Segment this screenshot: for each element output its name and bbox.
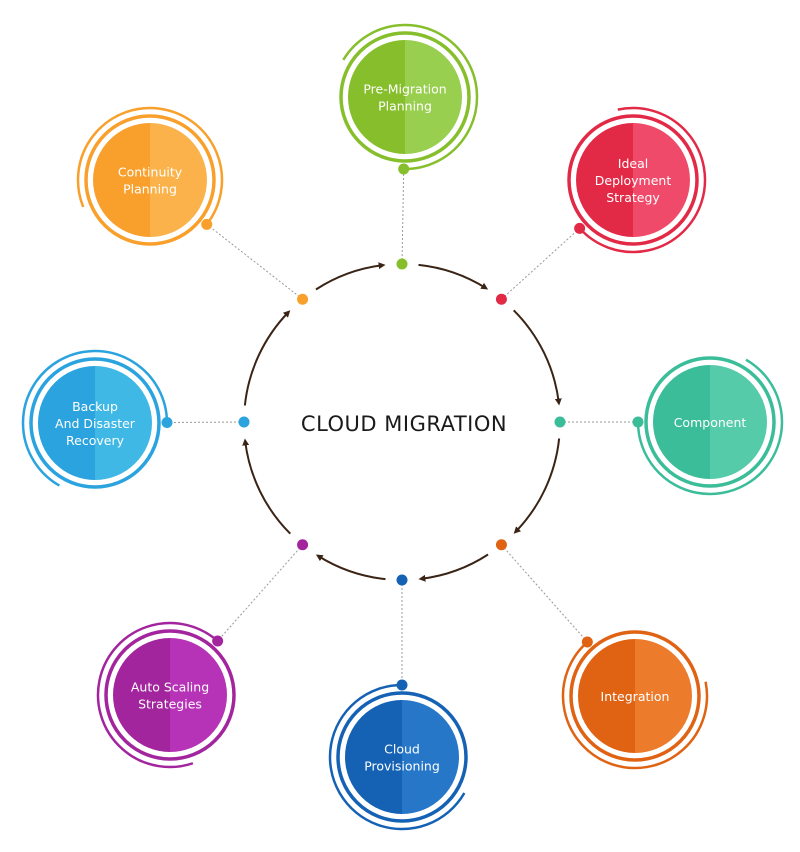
outer-arc	[328, 683, 466, 831]
cycle-dot	[238, 416, 250, 428]
connector-line	[501, 544, 588, 643]
step-label: Planning	[378, 99, 432, 114]
ring	[567, 114, 699, 246]
step-label: And Disaster	[55, 416, 136, 431]
cycle-dot	[396, 258, 408, 270]
ring	[339, 31, 471, 163]
cycle-arrow	[315, 262, 386, 291]
node-dot	[201, 218, 213, 230]
ring	[644, 356, 776, 488]
step-label: Pre-Migration	[363, 82, 446, 97]
step-nodes: Pre-MigrationPlanningIdealDeploymentStra…	[21, 23, 784, 831]
node-left-half	[653, 365, 710, 479]
connector-line	[401, 168, 405, 265]
node-right-half	[633, 123, 690, 237]
step-label: Cloud	[384, 742, 420, 757]
cycle-arrows	[242, 262, 562, 582]
step-label: Backup	[72, 399, 118, 414]
cycle-dot	[396, 574, 408, 586]
step-node-integration[interactable]: Integration	[561, 630, 709, 770]
cycle-arrow	[418, 553, 489, 582]
node-left-half	[93, 123, 150, 237]
step-label: Component	[674, 415, 747, 430]
node-dot	[396, 679, 408, 691]
step-label: Recovery	[66, 433, 125, 448]
cycle-dot	[297, 293, 309, 305]
connector-line	[166, 421, 245, 424]
cycle-arrow	[513, 438, 561, 534]
node-left-half	[578, 639, 635, 753]
node-left-half	[348, 40, 405, 154]
cycle-arrow	[242, 438, 291, 535]
outer-arc	[561, 641, 709, 770]
cycle-arrow	[418, 263, 489, 290]
step-node-component[interactable]: Component	[632, 356, 784, 496]
ring	[29, 357, 161, 489]
outer-arc	[578, 106, 707, 254]
cycle-dot	[297, 539, 309, 551]
node-right-half	[95, 366, 152, 480]
step-label: Integration	[601, 689, 670, 704]
node-dot	[632, 416, 644, 428]
step-label: Planning	[123, 182, 177, 197]
step-label: Auto Scaling	[131, 680, 209, 695]
step-label: Continuity	[118, 165, 183, 180]
step-label: Deployment	[595, 173, 672, 188]
outer-arc	[96, 621, 219, 769]
step-label: Strategy	[606, 190, 660, 205]
cycle-dot	[554, 416, 566, 428]
outer-arc	[636, 358, 784, 496]
connector-line	[217, 544, 303, 642]
node-dot	[574, 222, 586, 234]
cycle-arrow	[243, 310, 291, 406]
node-right-half	[150, 123, 207, 237]
node-right-half	[710, 365, 767, 479]
step-label: Strategies	[138, 697, 202, 712]
outer-arc	[76, 106, 224, 226]
ring	[84, 114, 216, 246]
step-label: Ideal	[618, 156, 648, 171]
step-label: Provisioning	[364, 759, 440, 774]
connector-line	[206, 223, 303, 300]
ring	[569, 630, 701, 762]
ring	[336, 691, 468, 823]
cycle-arrow	[315, 554, 386, 581]
ring	[104, 629, 236, 761]
outer-arc	[21, 349, 169, 487]
diagram-title: CLOUD MIGRATION	[301, 412, 507, 436]
node-right-half	[170, 638, 227, 752]
node-right-half	[635, 639, 692, 753]
outer-arc	[342, 23, 479, 171]
node-dot	[161, 417, 173, 429]
node-left-half	[576, 123, 633, 237]
connector-line	[501, 227, 580, 300]
cycle-dot	[495, 539, 507, 551]
node-dot	[398, 163, 410, 175]
node-left-half	[38, 366, 95, 480]
node-left-half	[345, 700, 402, 814]
node-left-half	[113, 638, 170, 752]
node-dot	[581, 636, 593, 648]
cycle-dot	[495, 293, 507, 305]
cycle-arrow	[513, 309, 562, 406]
node-dot	[212, 635, 224, 647]
node-right-half	[405, 40, 462, 154]
connectors	[166, 168, 638, 685]
node-right-half	[402, 700, 459, 814]
